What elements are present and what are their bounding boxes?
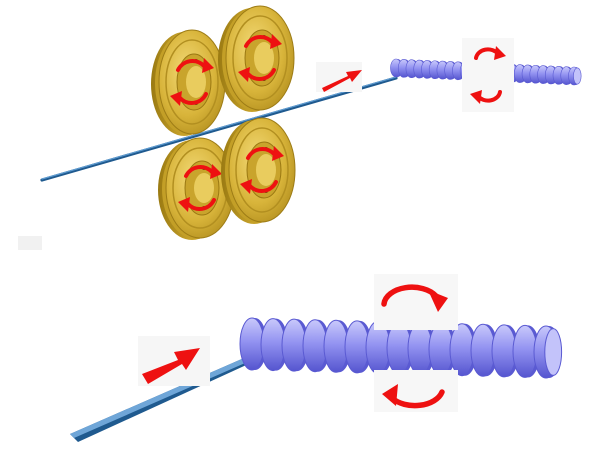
right-arrow-icon xyxy=(316,62,362,92)
coil-end-cap xyxy=(573,67,582,85)
roller-bottom-left xyxy=(158,137,235,240)
roller-top-left xyxy=(151,29,226,136)
rotation-arrows-icon xyxy=(240,146,284,194)
coil-turn-highlight xyxy=(239,317,265,371)
coil-turn-highlight xyxy=(323,319,349,373)
rotation-arrows-icon xyxy=(178,164,222,212)
top-scene xyxy=(18,5,582,250)
coil-turn-highlight xyxy=(302,319,328,373)
coil-turn-highlight xyxy=(491,324,517,378)
right-arrow-icon xyxy=(138,336,210,386)
coil-turn-highlight xyxy=(470,323,496,377)
bottom-scene xyxy=(70,274,563,442)
coil-end-cap xyxy=(544,328,563,376)
rotation-arrows-icon xyxy=(462,38,514,112)
top-wire xyxy=(40,76,398,182)
coil-turn-highlight xyxy=(428,322,454,376)
coil-turn-highlight xyxy=(449,323,475,377)
coil-turn-highlight xyxy=(281,318,307,372)
coil-turn-highlight xyxy=(512,324,538,378)
roller-top-right xyxy=(218,5,295,112)
coiled-spring-bottom xyxy=(239,317,563,379)
paper-fragment xyxy=(18,236,42,250)
coil-turn-highlight xyxy=(407,322,433,376)
rotation-arrows-icon xyxy=(374,274,458,330)
rotation-arrows-icon xyxy=(238,34,282,82)
rotation-arrows-icon xyxy=(374,370,458,412)
coil-turn-highlight xyxy=(260,318,286,372)
coil-turn-highlight xyxy=(344,320,370,374)
rotation-arrows-icon xyxy=(170,58,214,106)
roller-bottom-right xyxy=(221,117,296,224)
